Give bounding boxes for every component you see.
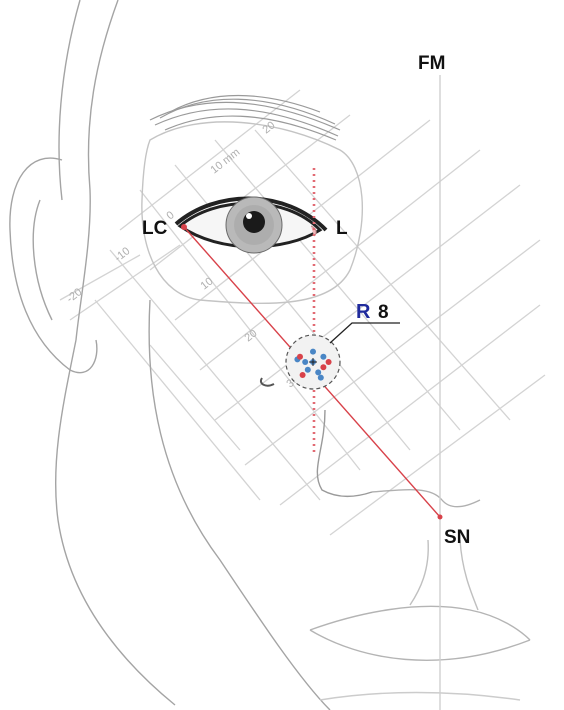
cluster-point bbox=[310, 348, 316, 355]
label-r-value: 8 bbox=[378, 302, 389, 323]
cluster-point bbox=[317, 374, 324, 381]
cluster-point bbox=[297, 353, 303, 360]
label-r-letter: R bbox=[356, 301, 371, 323]
cluster-point bbox=[302, 359, 309, 365]
cluster-point bbox=[315, 369, 322, 376]
eye bbox=[174, 196, 328, 254]
tick-ten-mm: 10 mm bbox=[208, 146, 242, 176]
point-cluster bbox=[294, 348, 332, 381]
label-l: L bbox=[336, 218, 348, 239]
cluster-point bbox=[320, 364, 327, 371]
face-outline bbox=[9, 0, 531, 710]
measurement-grid bbox=[59, 89, 546, 536]
sn-point bbox=[437, 514, 443, 520]
label-fm: FM bbox=[418, 53, 445, 74]
r8-leader bbox=[329, 322, 400, 344]
r8-region bbox=[285, 334, 341, 390]
cluster-point bbox=[304, 366, 311, 373]
label-lc: LC bbox=[142, 218, 168, 239]
cluster-point bbox=[320, 353, 327, 360]
lc-point bbox=[181, 224, 187, 230]
label-sn: SN bbox=[444, 527, 470, 548]
cluster-point bbox=[299, 372, 306, 378]
eyebrow bbox=[149, 94, 341, 141]
tick-twenty-top: 20 bbox=[260, 119, 277, 136]
tick-twenty-mid: 20 bbox=[242, 327, 259, 344]
cluster-point bbox=[325, 359, 332, 365]
tick-ten-mid: 10 bbox=[198, 275, 215, 292]
